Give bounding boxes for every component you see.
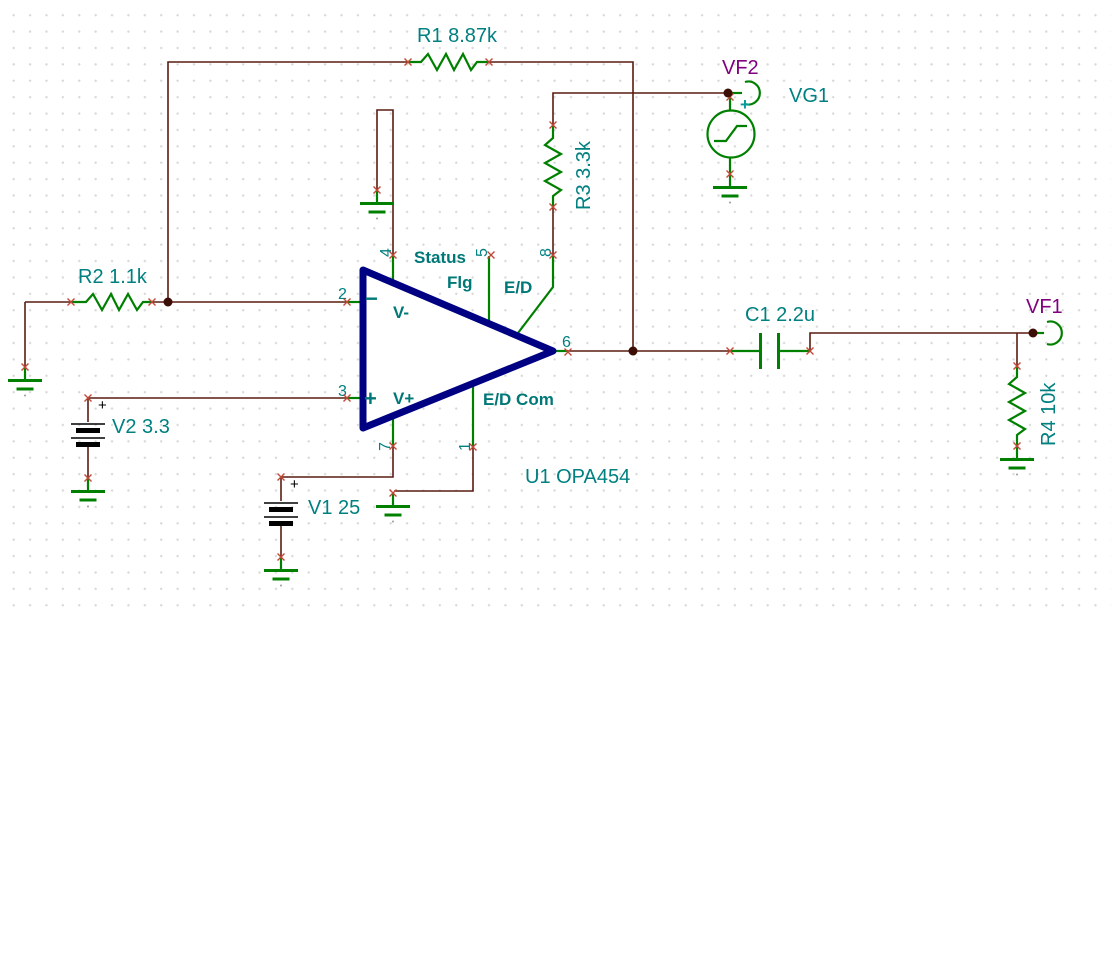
wire-r3-to-vg1[interactable] bbox=[552, 92, 727, 124]
port-label-enable: E/D bbox=[504, 278, 532, 297]
opamp-triangle-body[interactable] bbox=[359, 266, 557, 432]
resistor-body bbox=[408, 51, 489, 73]
ground-input[interactable] bbox=[6, 365, 44, 398]
pin-number-4: 4 bbox=[378, 248, 395, 257]
ground-pin4[interactable] bbox=[358, 188, 396, 221]
wire-pin7-to-v1[interactable] bbox=[281, 446, 394, 478]
ground-edcom[interactable] bbox=[374, 491, 412, 524]
pin-number-3: 3 bbox=[338, 383, 347, 400]
component-label[interactable]: V2 3.3 bbox=[112, 416, 170, 438]
generator-circle bbox=[706, 109, 756, 159]
wires bbox=[24, 61, 1032, 556]
pin-number-7: 7 bbox=[377, 442, 394, 451]
wire-c1-to-vf1[interactable] bbox=[809, 332, 1032, 351]
port-label-status-line2: Flg bbox=[447, 273, 473, 292]
wire-feedback-right[interactable] bbox=[489, 61, 634, 350]
ground-r4[interactable] bbox=[998, 444, 1036, 477]
pin-number-6: 6 bbox=[562, 334, 571, 351]
opamp-u1[interactable]: − + V- V+ Status Flg E/D E/D Com 2 3 6 4… bbox=[338, 248, 630, 488]
junction-dot bbox=[163, 297, 173, 307]
generator-waveform-icon bbox=[714, 124, 747, 143]
wire-pin1-to-ground[interactable] bbox=[394, 447, 474, 492]
resistor-body bbox=[71, 291, 152, 313]
wire-pin4-to-ground[interactable] bbox=[376, 109, 394, 255]
battery-v1[interactable]: + V1 25 bbox=[264, 476, 360, 526]
inverting-sign: − bbox=[365, 286, 378, 311]
battery-thick-plate bbox=[76, 428, 100, 433]
battery-thick-plate bbox=[269, 507, 293, 512]
wire-feedback-left[interactable] bbox=[167, 61, 407, 302]
component-label[interactable]: U1 OPA454 bbox=[525, 466, 630, 488]
component-label[interactable]: R4 10k bbox=[1038, 382, 1060, 446]
grid-background bbox=[0, 0, 1111, 607]
component-label[interactable]: R2 1.1k bbox=[78, 266, 148, 288]
ground-v2[interactable] bbox=[69, 476, 107, 509]
component-label[interactable]: VG1 bbox=[789, 85, 829, 107]
junction-dot bbox=[1028, 328, 1038, 338]
probe-label[interactable]: VF2 bbox=[722, 57, 759, 79]
battery-thin-plates bbox=[71, 423, 105, 439]
capacitor-c1[interactable]: C1 2.2u bbox=[730, 304, 815, 369]
probe-hook-icon bbox=[744, 80, 761, 106]
probe-hook-icon bbox=[1046, 320, 1063, 346]
pin-number-2: 2 bbox=[338, 286, 347, 303]
component-label[interactable]: V1 25 bbox=[308, 497, 360, 519]
pin-number-8: 8 bbox=[538, 248, 555, 257]
battery-thick-plate bbox=[76, 442, 100, 447]
resistor-r1[interactable]: R1 8.87k bbox=[408, 25, 498, 73]
battery-v2[interactable]: + V2 3.3 bbox=[71, 397, 170, 447]
pin-number-1: 1 bbox=[457, 442, 474, 451]
ground-symbols bbox=[6, 172, 1036, 588]
resistor-body bbox=[1006, 366, 1028, 446]
probe-plus-sign: + bbox=[740, 95, 750, 114]
noninverting-sign: + bbox=[364, 386, 377, 411]
port-label-edcom: E/D Com bbox=[483, 390, 554, 409]
junction-dot bbox=[628, 346, 638, 356]
port-label-vminus: V- bbox=[393, 303, 409, 322]
capacitor-plates bbox=[759, 333, 780, 369]
terminal-markers bbox=[20, 57, 1022, 562]
component-label[interactable]: R1 8.87k bbox=[417, 25, 498, 47]
port-label-vplus: V+ bbox=[393, 389, 414, 408]
pin-number-5: 5 bbox=[474, 248, 491, 257]
ground-v1[interactable] bbox=[262, 555, 300, 588]
signal-generator-vg1[interactable]: VG1 bbox=[706, 85, 830, 173]
resistor-body bbox=[542, 125, 564, 207]
ground-vg1[interactable] bbox=[711, 172, 749, 205]
pin-stub-enable bbox=[517, 256, 555, 334]
component-label[interactable]: C1 2.2u bbox=[745, 304, 815, 326]
battery-thick-plate bbox=[269, 521, 293, 526]
resistor-r3[interactable]: R3 3.3k bbox=[542, 125, 595, 210]
junction-dot bbox=[723, 88, 733, 98]
battery-plus-sign: + bbox=[98, 397, 107, 414]
component-label[interactable]: R3 3.3k bbox=[573, 140, 595, 210]
probe-label[interactable]: VF1 bbox=[1026, 296, 1063, 318]
port-label-status-line1: Status bbox=[414, 248, 466, 267]
resistor-r4[interactable]: R4 10k bbox=[1006, 366, 1060, 446]
voltage-probe-vf2[interactable]: + VF2 bbox=[722, 57, 761, 114]
resistor-r2[interactable]: R2 1.1k bbox=[71, 266, 152, 313]
battery-plus-sign: + bbox=[290, 476, 299, 493]
battery-thin-plates bbox=[264, 502, 298, 518]
junction-dots bbox=[163, 88, 1038, 356]
